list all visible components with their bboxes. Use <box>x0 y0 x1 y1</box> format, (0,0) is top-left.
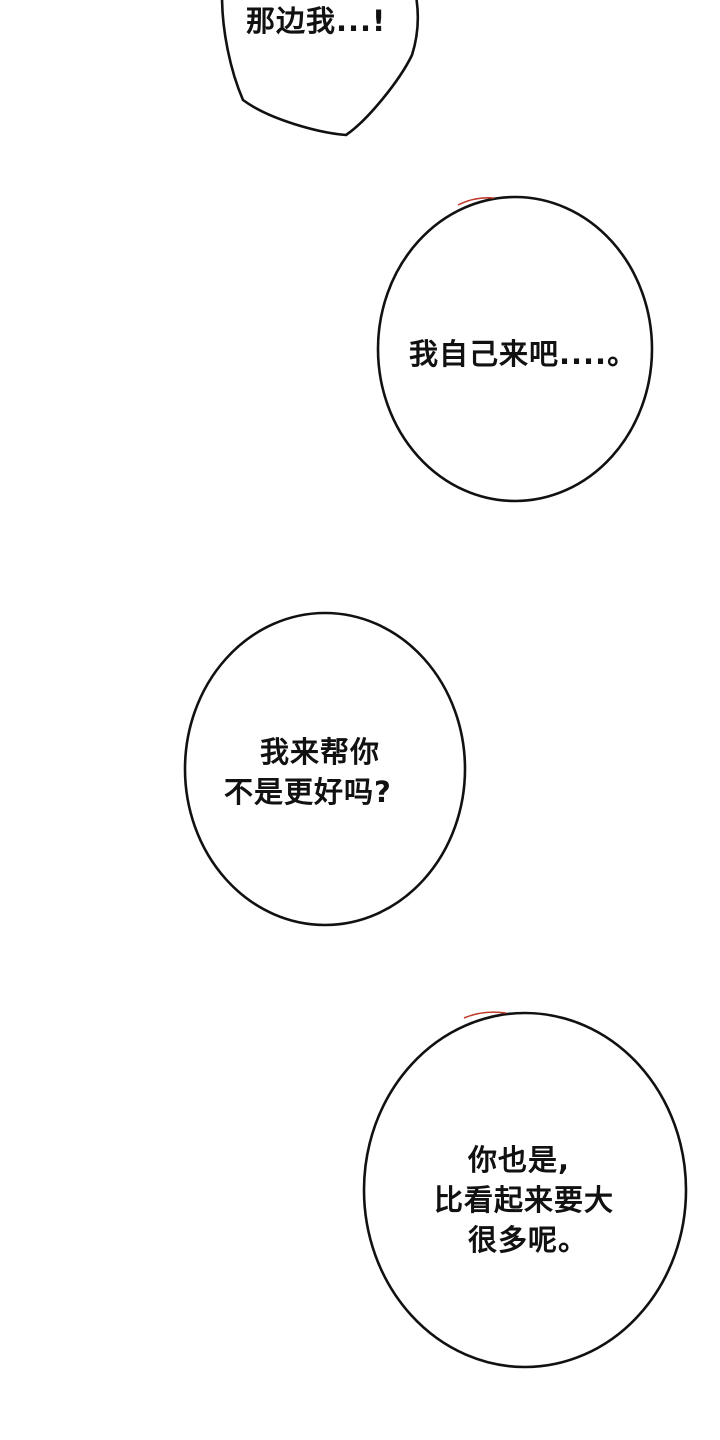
bubble-2-line-1: 我自己来吧....。 <box>409 337 638 371</box>
bubble-3-line-2: 不是更好吗? <box>224 775 392 809</box>
speech-bubble-4 <box>362 1011 688 1369</box>
bubble-4-accent-mark <box>463 1011 507 1019</box>
bubble-4-line-1: 你也是, <box>468 1143 571 1177</box>
bubble-4-line-3: 很多呢。 <box>468 1223 589 1257</box>
speech-bubble-1 <box>220 0 420 137</box>
speech-bubble-1-text: 那边我...! <box>246 1 386 41</box>
bubble-1-line-1: 那边我...! <box>246 4 387 38</box>
speech-bubble-4-text: 你也是, 比看起来要大 很多呢。 <box>434 1140 614 1260</box>
bubble-3-line-1: 我来帮你 <box>260 735 381 769</box>
speech-bubble-2 <box>376 195 654 503</box>
bubble-2-accent-mark <box>457 197 495 206</box>
bubble-4-line-2: 比看起来要大 <box>434 1183 615 1217</box>
speech-bubble-2-text: 我自己来吧....。 <box>409 334 637 374</box>
speech-bubble-3-text: 我来帮你 不是更好吗? <box>224 732 392 812</box>
speech-bubble-3 <box>183 611 467 927</box>
